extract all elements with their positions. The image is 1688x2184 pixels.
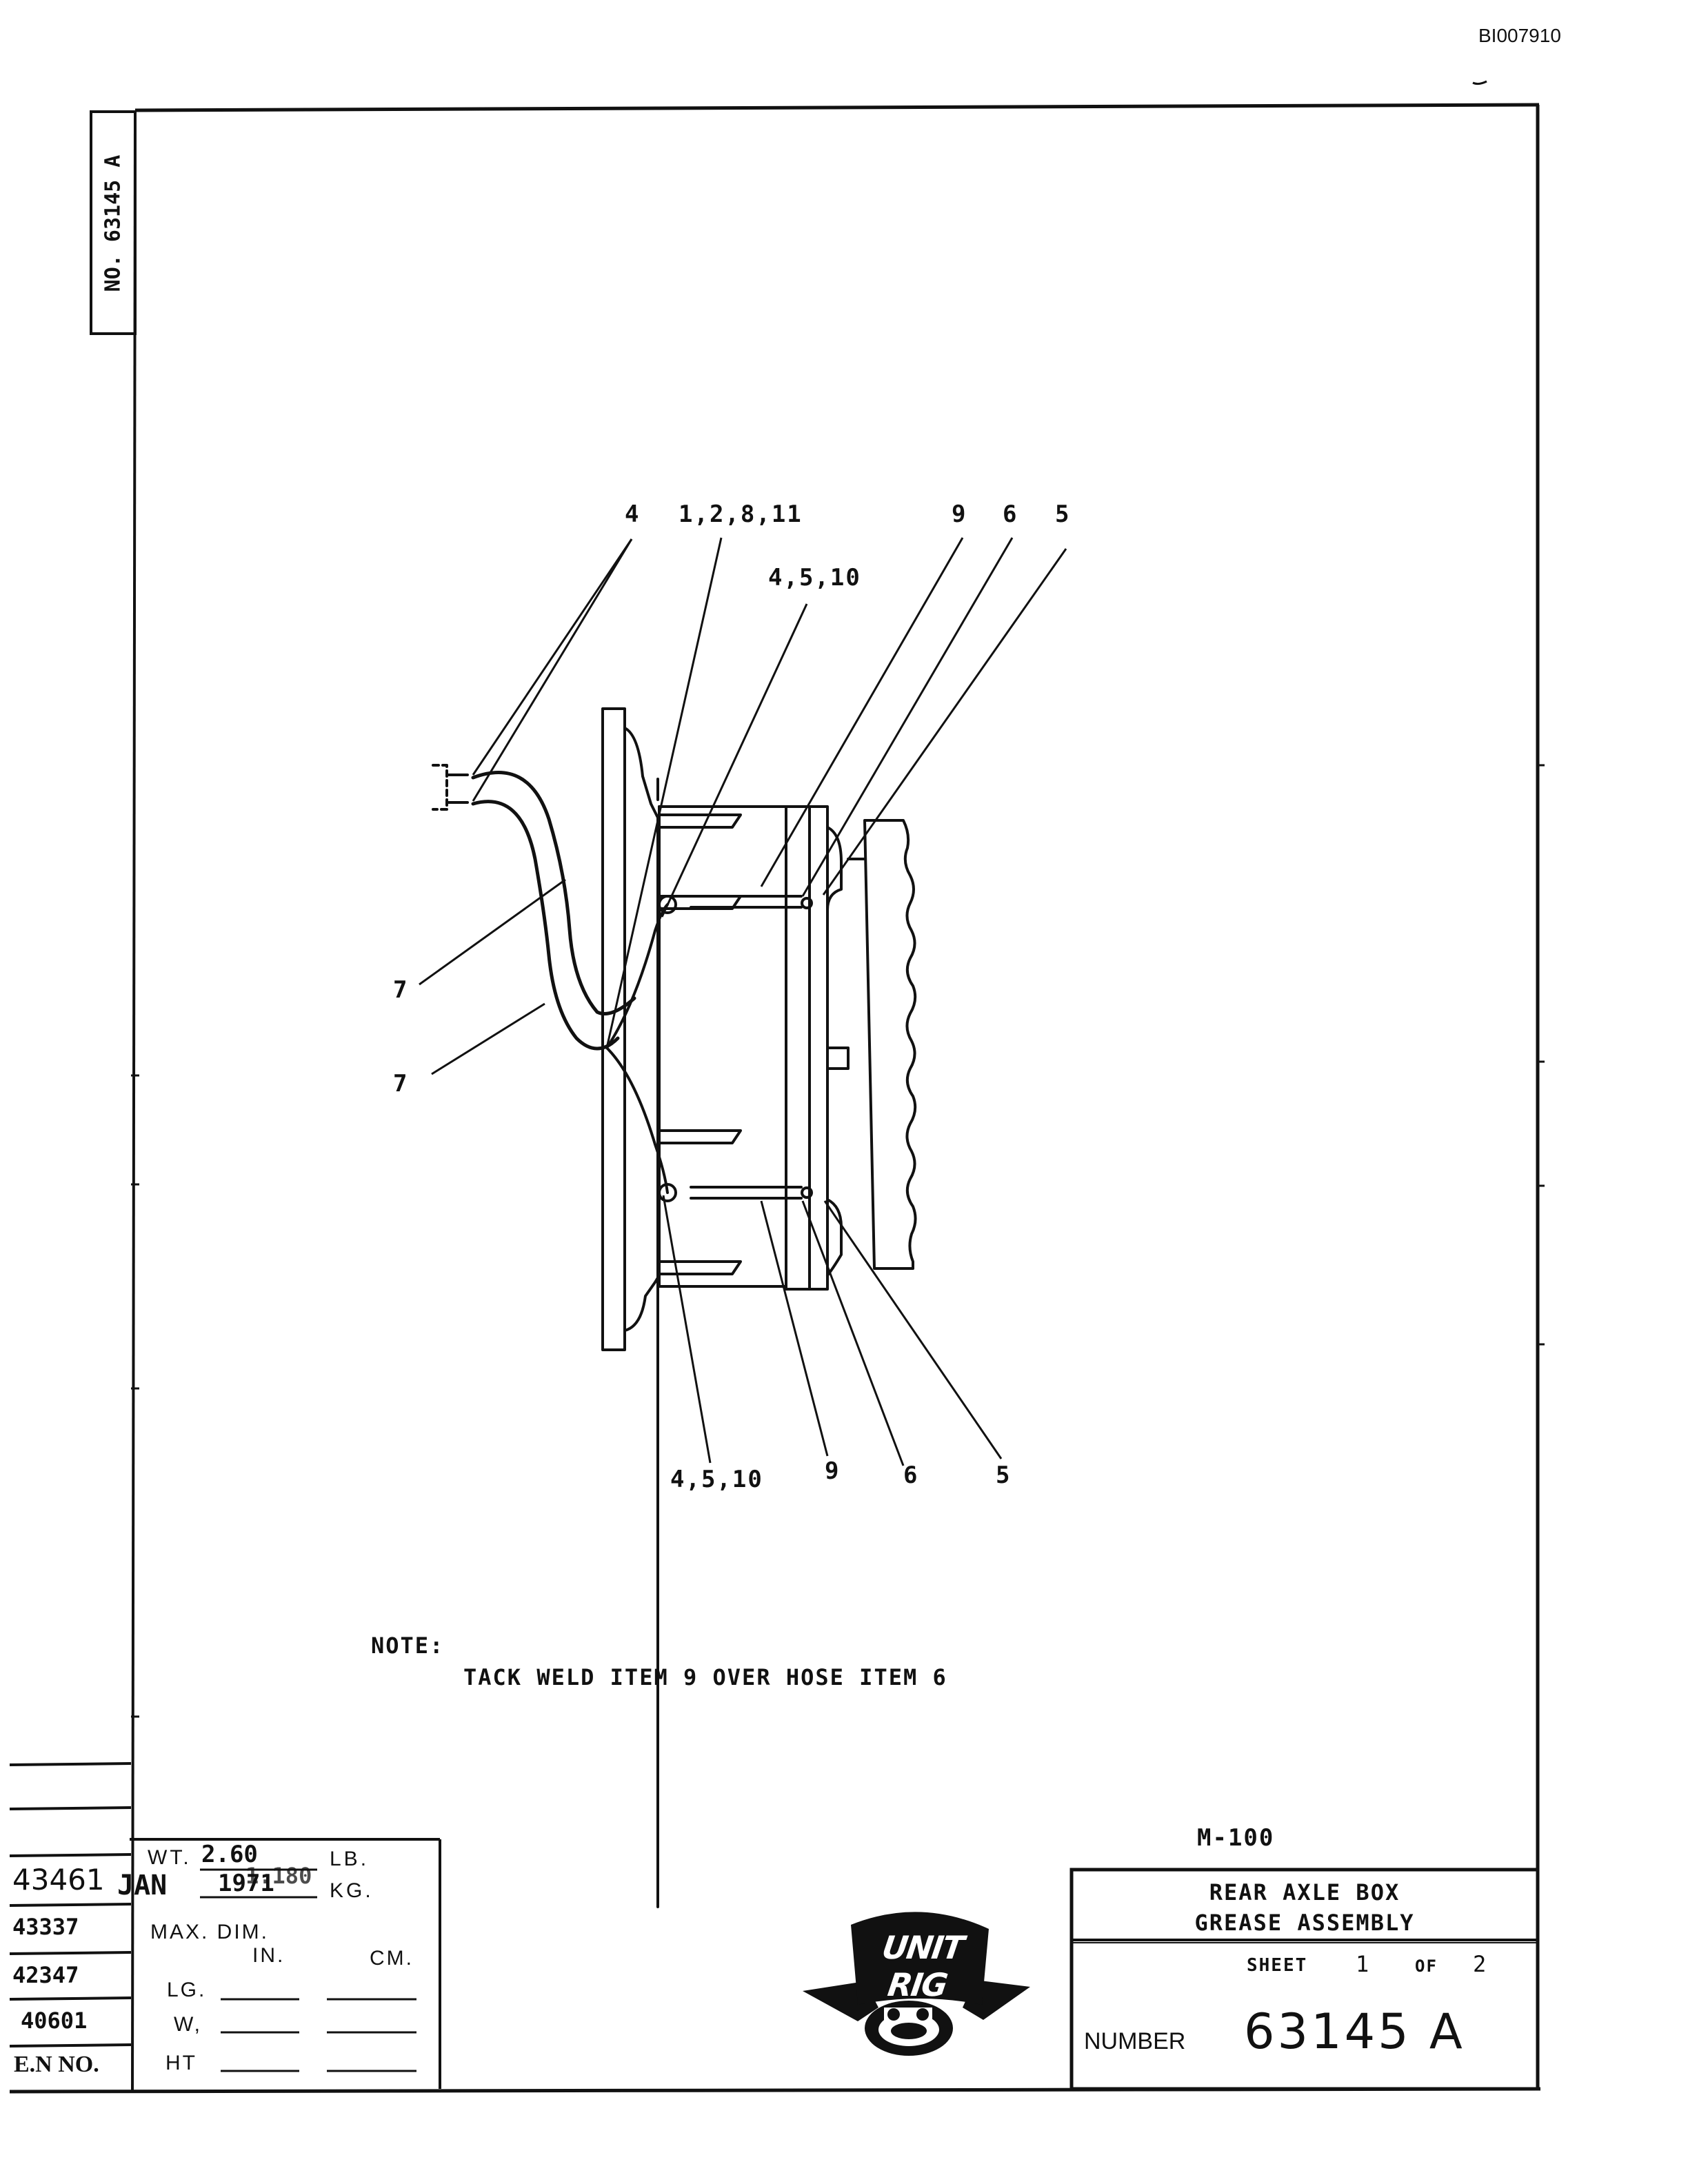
revision-entry: 42347 <box>12 1962 79 1988</box>
weight-label: WT. <box>148 1846 192 1869</box>
inches-label: IN. <box>252 1944 285 1967</box>
weight-value: 2.60 <box>201 1841 258 1868</box>
number-label: NUMBER <box>1084 2028 1186 2054</box>
stud-lower <box>658 1129 742 1144</box>
callout-top-4-5-10: 4,5,10 <box>768 564 861 592</box>
drawing-title-line2: GREASE ASSEMBLY <box>1194 1910 1415 1936</box>
note-label: NOTE: <box>371 1632 445 1659</box>
weight-kg-value: 1.180 <box>245 1863 312 1889</box>
mounting-plate <box>601 707 626 1351</box>
stud-top <box>658 813 742 829</box>
width-label: W, <box>174 2013 202 2036</box>
bearing-ring-a <box>785 805 811 1291</box>
centimeters-label: CM. <box>370 1947 414 1970</box>
revision-entry: 40601 <box>21 2008 88 2034</box>
logo-text: UNIT RIG <box>879 1929 965 2003</box>
max-dim-label: MAX. DIM. <box>150 1921 270 1943</box>
side-tab-drawing-number: NO. 63145 A <box>101 154 125 292</box>
callout-bottom-6: 6 <box>903 1462 919 1489</box>
unit-rig-truck-logo-icon <box>803 1912 1030 2056</box>
callout-top-6: 6 <box>1003 501 1018 528</box>
drawing-number: 63145 A <box>1244 2003 1465 2060</box>
hose-lower <box>471 800 620 1051</box>
hub-section <box>863 819 917 1270</box>
revision-footer-label: E.N NO. <box>14 2052 99 2077</box>
date-month: JAN <box>117 1870 168 1901</box>
flange-profile <box>623 727 661 1908</box>
grease-tube-lower <box>690 1186 803 1200</box>
sheet-number: 1 <box>1356 1951 1369 1977</box>
height-label: HT <box>165 2052 197 2074</box>
note-text: TACK WELD ITEM 9 OVER HOSE ITEM 6 <box>463 1664 947 1690</box>
callout-left-7b: 7 <box>393 1070 409 1098</box>
sheet-total: 2 <box>1473 1951 1487 1977</box>
grease-tube-upper <box>690 895 803 909</box>
callout-left-7a: 7 <box>393 976 409 1004</box>
callout-bottom-9: 9 <box>825 1457 841 1485</box>
date-year: 1971 <box>218 1870 274 1897</box>
document-code: BI007910 <box>1478 25 1561 46</box>
hose-upper <box>471 771 636 1015</box>
callout-top-4: 4 <box>625 501 641 528</box>
callout-top-9: 9 <box>952 501 967 528</box>
callout-top-5: 5 <box>1055 501 1071 528</box>
length-label: LG. <box>167 1979 207 2001</box>
drawing-title-line1: REAR AXLE BOX <box>1209 1879 1400 1905</box>
weight-lb-label: LB. <box>330 1848 370 1870</box>
sheet-label: SHEET <box>1247 1955 1308 1976</box>
revision-entry: 43461 <box>12 1863 105 1897</box>
callout-top-1-2-8-11: 1,2,8,11 <box>679 501 803 528</box>
revision-entry: 43337 <box>12 1914 79 1940</box>
stud-bottom <box>658 1260 742 1275</box>
sheet-of-label: OF <box>1415 1957 1438 1976</box>
model-number: M-100 <box>1197 1824 1275 1852</box>
callout-bottom-4-5-10: 4,5,10 <box>670 1466 763 1493</box>
weight-kg-label: KG. <box>330 1879 374 1902</box>
unit-rig-logo: UNIT RIG <box>803 1904 1030 2063</box>
callout-bottom-5: 5 <box>996 1462 1012 1489</box>
